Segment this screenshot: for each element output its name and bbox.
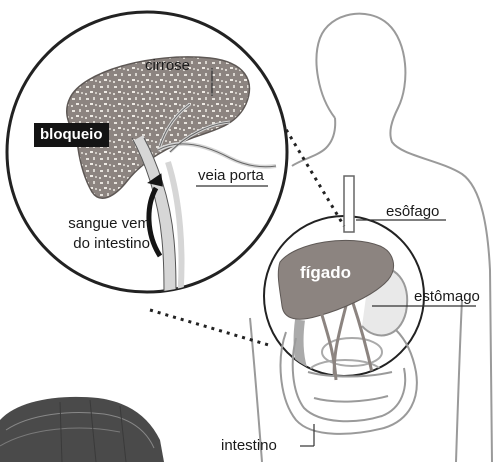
label-veia-porta: veia porta <box>198 168 264 183</box>
label-sangue-line2: do intestino <box>54 234 150 254</box>
liver-zoom-circle <box>7 12 287 300</box>
label-esofago: esôfago <box>386 204 439 219</box>
label-figado: fígado <box>300 264 351 281</box>
person-head-photo <box>0 397 164 462</box>
label-sangue: sangue vem do intestino <box>54 214 150 254</box>
esophagus <box>344 176 354 232</box>
label-sangue-line1: sangue vem <box>54 214 150 234</box>
label-estomago: estômago <box>414 289 480 304</box>
label-bloqueio: bloqueio <box>34 123 109 147</box>
label-cirrose: cirrose <box>145 58 190 73</box>
label-intestino: intestino <box>221 438 277 453</box>
